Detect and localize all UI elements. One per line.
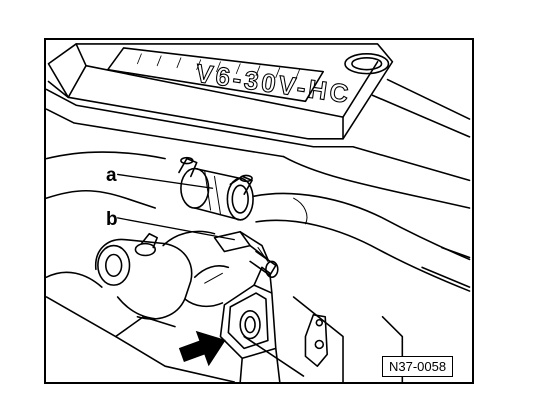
engine-cover <box>46 43 394 158</box>
body-panels <box>46 78 471 382</box>
engine-line-drawing: V6-30V-HC <box>46 43 471 382</box>
shading-hatch <box>137 53 300 80</box>
side-bracket <box>304 313 328 367</box>
engine-cover-lettering: V6-30V-HC <box>194 60 353 110</box>
hose-connection-a <box>178 156 254 221</box>
mounting-bracket <box>219 266 281 382</box>
figure-id-label: N37-0058 <box>382 356 454 377</box>
sensor-b <box>213 230 279 279</box>
callout-leaders <box>117 173 235 241</box>
filled-arrow-icon <box>178 330 226 367</box>
coolant-flange <box>95 230 230 320</box>
callout-label-a: a <box>106 165 117 186</box>
callout-label-b: b <box>106 209 118 230</box>
figure-frame: V6-30V-HC a b N37-0058 <box>44 38 474 384</box>
coolant-hose <box>253 192 471 292</box>
